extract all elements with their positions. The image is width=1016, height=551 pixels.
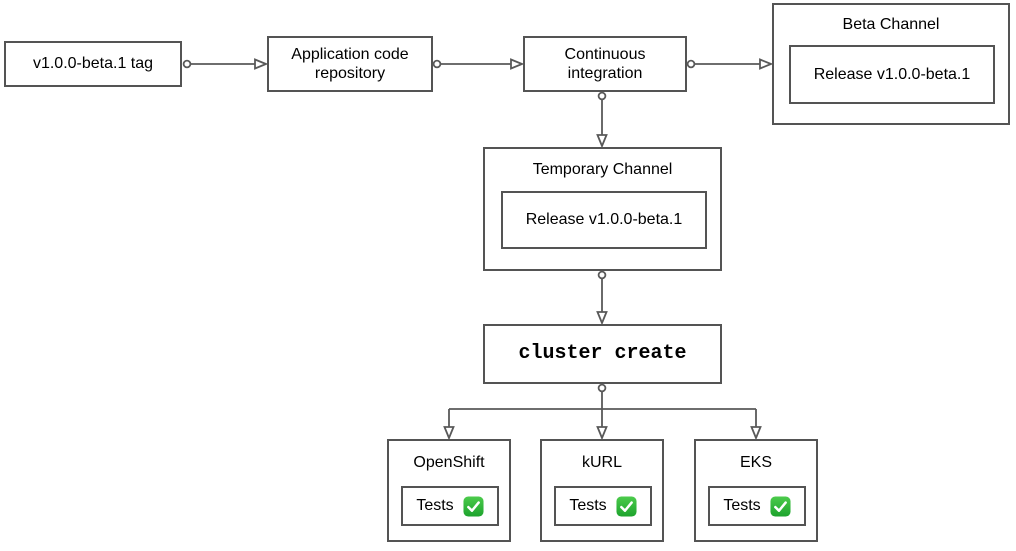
node-beta-release: Release v1.0.0-beta.1 [789,45,995,104]
check-mark-icon [463,495,484,517]
check-mark-icon [770,495,791,517]
check-mark-icon [616,495,637,517]
node-eks: EKS Tests [694,439,818,542]
node-cluster-create: cluster create [483,324,722,384]
beta-release-label: Release v1.0.0-beta.1 [813,65,971,83]
node-temporary-release: Release v1.0.0-beta.1 [501,191,707,249]
openshift-title: OpenShift [413,454,485,472]
node-continuous-integration: Continuous integration [523,36,687,92]
openshift-tests-label: Tests [416,497,454,515]
connector-ci-to-beta-channel [686,58,774,70]
node-version-tag: v1.0.0-beta.1 tag [4,41,182,87]
openshift-tests-box: Tests [401,486,499,526]
kurl-tests-box: Tests [554,486,652,526]
cluster-create-label: cluster create [518,342,687,365]
node-temporary-channel: Temporary Channel Release v1.0.0-beta.1 [483,147,722,271]
kurl-tests-label: Tests [569,497,607,515]
connector-ci-to-temporary-channel [596,91,608,149]
temporary-release-label: Release v1.0.0-beta.1 [525,211,683,229]
node-kurl: kURL Tests [540,439,664,542]
repository-label: Application code repository [291,45,409,82]
connector-tag-to-repository [182,58,269,70]
eks-tests-label: Tests [723,497,761,515]
eks-tests-box: Tests [708,486,806,526]
connector-repository-to-ci [432,58,525,70]
beta-channel-title: Beta Channel [842,16,940,34]
ci-label: Continuous integration [564,45,646,82]
connector-cluster-create-to-clusters [443,383,762,441]
eks-title: EKS [739,454,772,472]
version-tag-label: v1.0.0-beta.1 tag [32,55,154,73]
node-openshift: OpenShift Tests [387,439,511,542]
node-application-code-repository: Application code repository [267,36,433,92]
node-beta-channel: Beta Channel Release v1.0.0-beta.1 [772,3,1010,125]
kurl-title: kURL [581,454,622,472]
connector-temporary-channel-to-cluster-create [596,270,608,326]
temporary-channel-title: Temporary Channel [532,161,673,179]
